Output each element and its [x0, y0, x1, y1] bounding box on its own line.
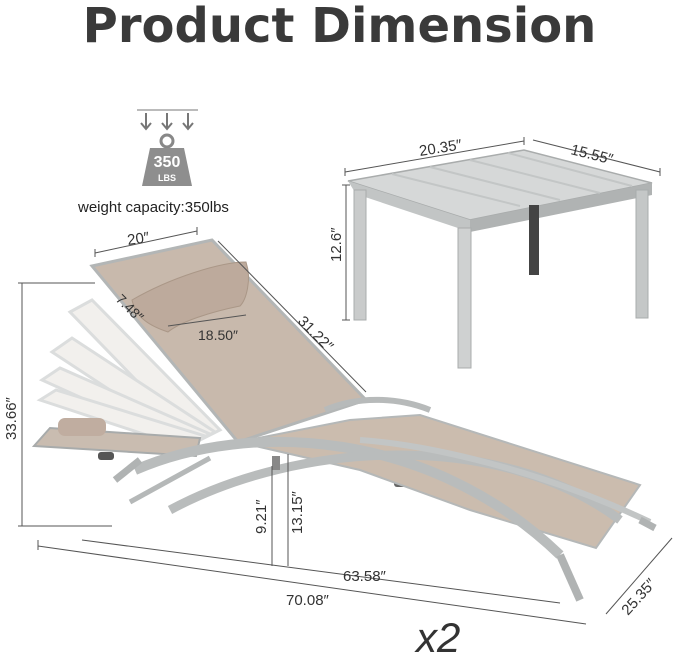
page-title: Product Dimension — [82, 0, 597, 54]
table-width-label: 20.35″ — [418, 136, 464, 160]
pillow-width-label: 18.50″ — [198, 327, 238, 343]
seat-height-2-label: 13.15″ — [289, 490, 306, 534]
weight-capacity-label: weight capacity:350lbs — [78, 199, 229, 216]
total-length-label: 70.08″ — [286, 592, 330, 609]
backrest-width-label: 20″ — [126, 229, 151, 249]
weight-unit: LBS — [158, 173, 176, 183]
chaise-lounger — [31, 238, 657, 602]
side-table — [347, 149, 653, 369]
lounger-backrest-positions — [36, 298, 223, 450]
seat-height-label: 9.21″ — [253, 499, 270, 534]
lounger-width-label: 25.35″ — [618, 575, 660, 619]
quantity-label: x2 — [416, 614, 461, 661]
max-height-label: 33.66″ — [3, 396, 20, 440]
table-height-label: 12.6″ — [328, 227, 345, 262]
weight-capacity-icon: 350 LBS — [137, 109, 198, 186]
weight-value: 350 — [154, 154, 181, 171]
inner-length-label: 63.58″ — [343, 568, 387, 585]
